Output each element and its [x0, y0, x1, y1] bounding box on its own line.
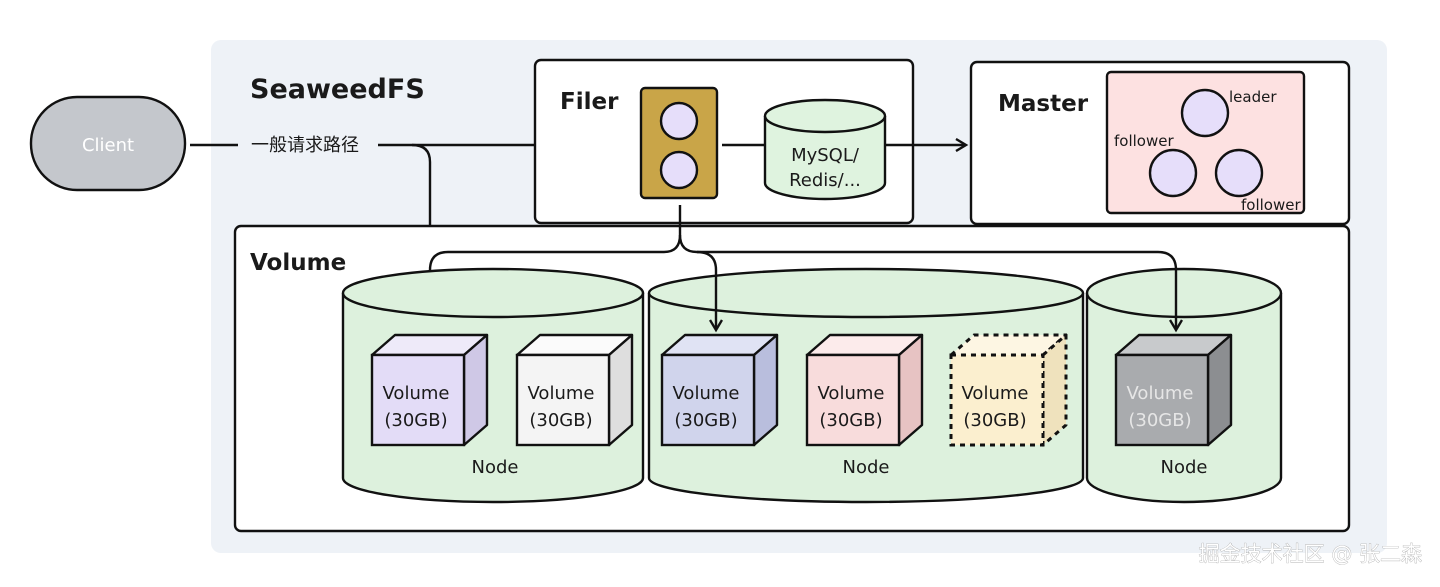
filer-to-node-3-arrow — [697, 250, 1176, 330]
filer-instance-1 — [659, 101, 699, 141]
volume-cube-1-line-2: (30GB) — [384, 410, 447, 431]
volume-cube-2-line-1: Volume — [528, 383, 595, 404]
filer-title: Filer — [560, 89, 619, 115]
volume-cube-5: Volume (30GB) — [949, 333, 1068, 447]
volume-cube-4-line-1: Volume — [818, 383, 885, 404]
volume-cube-6: Volume (30GB) — [1114, 333, 1233, 447]
metadata-store-line-1: MySQL/ — [791, 145, 860, 166]
metadata-store: MySQL/ Redis/... — [763, 98, 887, 201]
volume-cube-3-line-2: (30GB) — [674, 410, 737, 431]
filer-to-node-1-arrow — [428, 250, 664, 271]
master-follower-node-1 — [1148, 148, 1198, 198]
volume-cube-6-line-1: Volume — [1127, 383, 1194, 404]
volume-cube-4-line-2: (30GB) — [819, 410, 882, 431]
master-cluster: leader follower follower — [1105, 70, 1306, 215]
volume-cube-2-line-2: (30GB) — [529, 410, 592, 431]
volume-cube-5-line-2: (30GB) — [963, 410, 1026, 431]
volume-cube-5-line-1: Volume — [962, 383, 1029, 404]
seaweedfs-title: SeaweedFS — [250, 74, 425, 105]
filer-trunk-left-curve — [663, 234, 682, 254]
client-label: Client — [82, 135, 134, 156]
volume-cube-2: Volume (30GB) — [515, 333, 634, 447]
request-path-label: 一般请求路径 — [251, 135, 359, 156]
master-follower-label-1: follower — [1114, 132, 1174, 150]
volume-section-title: Volume — [250, 250, 346, 276]
volume-cube-3-line-1: Volume — [673, 383, 740, 404]
master-follower-label-2: follower — [1241, 196, 1301, 214]
volume-cube-4: Volume (30GB) — [805, 333, 924, 447]
watermark-text: 掘金技术社区 @ 张二森 — [1199, 542, 1422, 566]
filer-instance-2 — [659, 150, 699, 190]
volume-cube-3: Volume (30GB) — [660, 333, 779, 447]
metadata-store-line-2: Redis/... — [789, 170, 861, 191]
master-title: Master — [998, 91, 1089, 117]
request-path-branch-to-node-1 — [411, 143, 430, 330]
filer-server — [639, 86, 719, 200]
volume-cube-1: Volume (30GB) — [370, 333, 489, 447]
storage-node-2-label: Node — [843, 457, 890, 478]
storage-node-3-label: Node — [1161, 457, 1208, 478]
client-node: Client — [29, 95, 187, 192]
master-follower-node-2 — [1214, 148, 1264, 198]
volume-cube-1-line-1: Volume — [383, 383, 450, 404]
master-leader-label: leader — [1229, 88, 1277, 106]
volume-cube-6-line-2: (30GB) — [1128, 410, 1191, 431]
master-leader-node — [1180, 88, 1230, 138]
storage-node-1-label: Node — [472, 457, 519, 478]
